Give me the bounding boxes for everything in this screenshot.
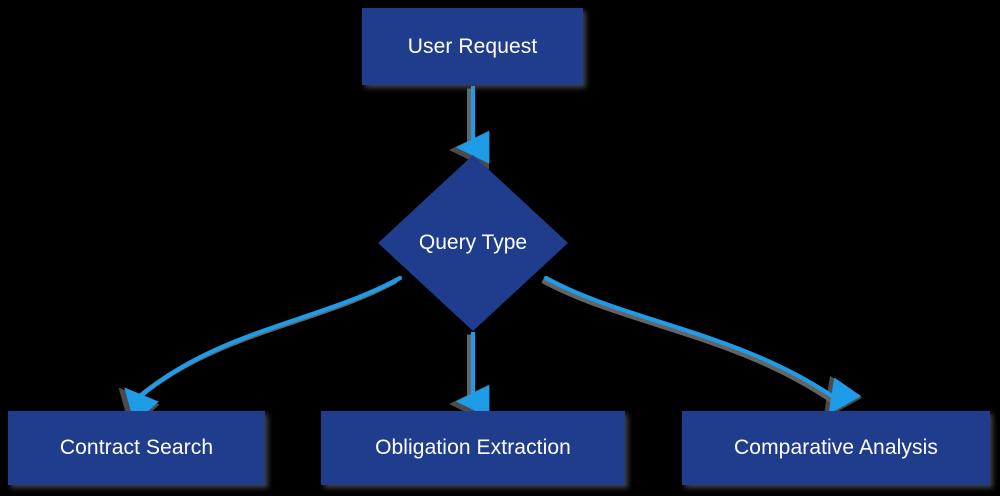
node-user-request[interactable]: User Request <box>362 8 583 85</box>
node-comparative-analysis[interactable]: Comparative Analysis <box>682 411 990 485</box>
node-obligation-extraction[interactable]: Obligation Extraction <box>321 411 625 485</box>
node-comparative-analysis-label: Comparative Analysis <box>734 436 938 459</box>
node-user-request-label: User Request <box>407 34 538 58</box>
node-query-type[interactable]: Query Type <box>378 155 568 331</box>
node-contract-search-label: Contract Search <box>59 436 214 459</box>
diamond-shape <box>378 155 568 331</box>
node-contract-search[interactable]: Contract Search <box>8 411 265 485</box>
edge-query-type-to-comparative-analysis <box>543 275 862 415</box>
node-obligation-extraction-label: Obligation Extraction <box>375 436 571 459</box>
node-query-type-label: Query Type <box>418 231 528 254</box>
edge-query-type-to-contract-search <box>124 275 403 424</box>
